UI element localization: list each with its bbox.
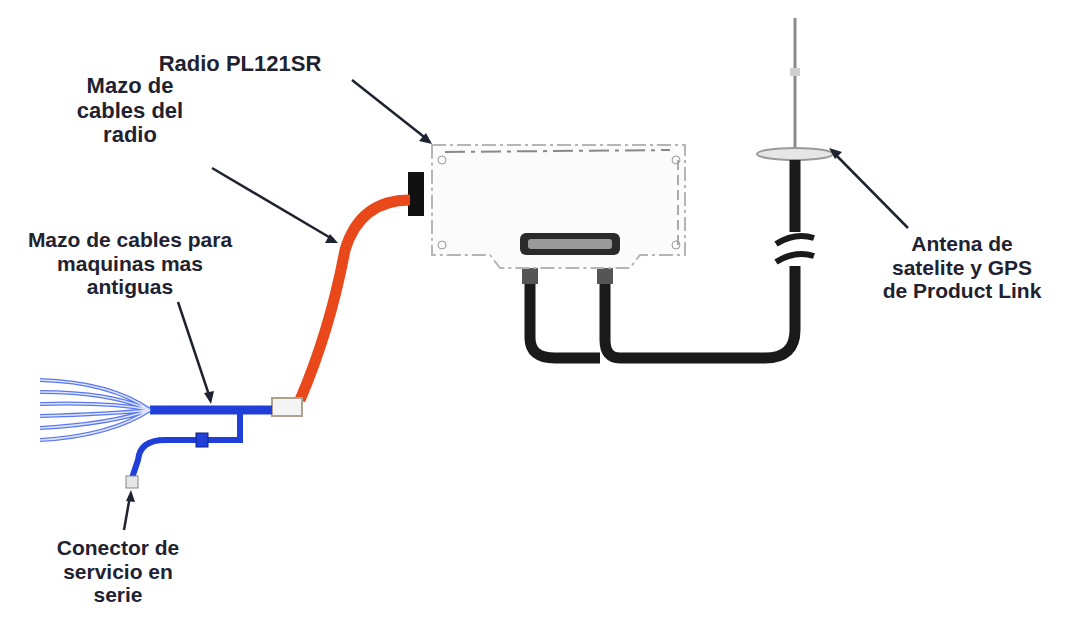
older-machine-harness xyxy=(150,406,272,415)
mount-hole xyxy=(672,156,680,164)
leader-line xyxy=(178,302,210,398)
harness-wire-highlight xyxy=(40,380,150,440)
harness-wires xyxy=(40,380,150,440)
antenna-collar xyxy=(790,68,800,76)
radio-housing xyxy=(432,145,685,268)
antenna-whip xyxy=(794,18,797,150)
inline-connector xyxy=(272,398,302,416)
radio-badge-plate xyxy=(528,239,612,249)
leader-arrowhead xyxy=(829,148,842,159)
mount-hole xyxy=(672,241,680,249)
radio-connector xyxy=(408,172,424,216)
branch-splice xyxy=(196,433,208,447)
callout-label: Radio PL121SR xyxy=(120,52,360,77)
callout-label: Conector de servicio en serie xyxy=(43,536,193,607)
leader-arrowhead xyxy=(419,133,432,144)
callout-label: Mazo de cables para maquinas mas antigua… xyxy=(25,228,235,299)
leader-arrowhead xyxy=(325,234,338,243)
antenna-base xyxy=(757,148,833,160)
callout-label: Mazo de cables del radio xyxy=(70,74,190,148)
cable-break-mark xyxy=(776,254,814,262)
leader-line xyxy=(352,80,428,140)
leader-line xyxy=(833,152,908,228)
service-connector xyxy=(126,476,138,488)
gps-cable xyxy=(530,275,600,358)
callout-label: Antena de satelite y GPS de Product Link xyxy=(877,232,1047,303)
radio-badge xyxy=(520,233,620,255)
radio-edge xyxy=(677,160,679,245)
cable-break-mark xyxy=(776,236,814,244)
leader-arrowhead xyxy=(204,391,214,404)
radio-edge xyxy=(445,150,670,152)
service-branch xyxy=(132,412,240,478)
leader-arrowhead xyxy=(126,490,135,502)
mount-hole xyxy=(438,156,446,164)
mount-hole xyxy=(438,241,446,249)
